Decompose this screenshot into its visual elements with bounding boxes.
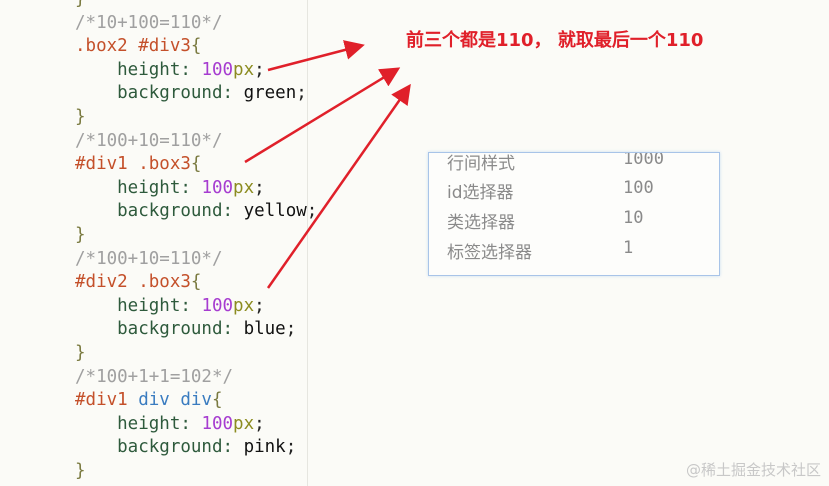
code-token: height:: [75, 177, 202, 198]
code-token: #div1: [75, 390, 139, 411]
specificity-table: 行间样式 1000 id选择器 100 类选择器 10 标签选择器 1: [428, 152, 720, 276]
code-token: 100: [201, 59, 234, 80]
code-token: px: [233, 413, 255, 434]
code-token: }: [75, 106, 86, 127]
code-token: }: [75, 224, 86, 245]
code-token: /*100+10=110*/: [75, 248, 223, 269]
code-token: 100: [201, 295, 234, 316]
code-token: 100: [201, 413, 234, 434]
code-line: height: 100px;: [75, 413, 317, 437]
editor-margin-line: [307, 0, 308, 486]
code-token: .box2 #div3: [75, 36, 191, 57]
code-token: 100: [201, 177, 234, 198]
table-row: 行间样式 1000: [447, 153, 664, 174]
code-token: background:: [75, 437, 244, 458]
code-line: }: [75, 0, 317, 12]
arrow-3: [266, 83, 411, 289]
code-line: height: 100px;: [75, 59, 317, 83]
code-line: }: [75, 342, 317, 366]
code-line: #div2 .box3{: [75, 271, 317, 295]
row-value: 1000: [623, 152, 664, 169]
code-token: #div1 .box3: [75, 154, 191, 175]
code-line: }: [75, 106, 317, 130]
watermark: @稀土掘金技术社区: [685, 461, 821, 479]
code-line: /*100+1+1=102*/: [75, 366, 317, 390]
code-token: ;: [254, 295, 265, 316]
row-value: 10: [623, 208, 644, 228]
code-token: green: [243, 83, 297, 104]
code-token: px: [233, 295, 255, 316]
code-line: height: 100px;: [75, 295, 317, 319]
code-token: px: [233, 59, 255, 80]
code-line: .box2 #div3{: [75, 35, 317, 59]
row-label: id选择器: [447, 183, 514, 203]
code-line: #div1 .box3{: [75, 153, 317, 177]
code-line: /*100+10=110*/: [75, 248, 317, 272]
code-token: ;: [254, 177, 265, 198]
code-line: height: 100px;: [75, 177, 317, 201]
code-token: /*10+100=110*/: [75, 12, 223, 33]
row-value: 100: [623, 178, 654, 198]
row-label: 行间样式: [447, 154, 515, 174]
table-row: 标签选择器 1: [447, 238, 633, 263]
code-token: pink: [243, 437, 286, 458]
code-token: background:: [75, 83, 244, 104]
code-token: {: [190, 36, 202, 57]
code-token: ;: [254, 59, 265, 80]
code-line: }: [75, 460, 317, 484]
row-label: 标签选择器: [447, 243, 532, 263]
code-token: {: [190, 154, 202, 175]
code-token: {: [211, 390, 223, 411]
code-token: background:: [75, 319, 244, 340]
row-value: 1: [623, 238, 634, 258]
code-token: px: [233, 177, 255, 198]
code-token: yellow: [243, 201, 307, 222]
code-token: background:: [75, 201, 244, 222]
code-token: div div: [138, 390, 212, 411]
code-token: height:: [75, 413, 202, 434]
code-line: /*100+10=110*/: [75, 130, 317, 154]
code-token: }: [75, 0, 86, 9]
code-token: blue: [243, 319, 286, 340]
code-line: background: pink;: [75, 436, 317, 460]
code-token: height:: [75, 295, 202, 316]
code-token: ;: [254, 413, 265, 434]
row-label: 类选择器: [447, 213, 515, 233]
code-token: ;: [285, 319, 297, 340]
code-token: /*100+10=110*/: [75, 130, 223, 151]
code-token: ;: [306, 201, 318, 222]
code-token: {: [190, 272, 202, 293]
arrow-1: [267, 40, 365, 72]
code-token: ;: [296, 83, 307, 104]
code-line: background: green;: [75, 82, 317, 106]
table-row: 类选择器 10: [447, 208, 643, 233]
code-line: #div1 div div{: [75, 389, 317, 413]
code-token: }: [75, 460, 86, 481]
code-line: /*10+100=110*/: [75, 12, 317, 36]
code-line: }: [75, 224, 317, 248]
code-token: }: [75, 342, 86, 363]
code-token: #div2 .box3: [75, 272, 191, 293]
code-line: background: blue;: [75, 318, 317, 342]
css-code-editor[interactable]: }/*10+100=110*/.box2 #div3{ height: 100p…: [75, 0, 317, 483]
code-token: ;: [285, 437, 297, 458]
arrow-2: [244, 67, 401, 164]
code-token: height:: [75, 59, 202, 80]
code-token: /*100+1+1=102*/: [75, 366, 234, 387]
code-line: background: yellow;: [75, 200, 317, 224]
annotation-text: 前三个都是110， 就取最后一个110: [406, 30, 704, 51]
table-row: id选择器 100: [447, 178, 654, 203]
